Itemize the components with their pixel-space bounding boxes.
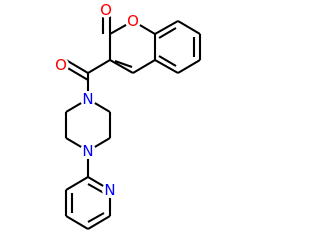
bond xyxy=(158,55,177,67)
svg-text:N: N xyxy=(82,90,93,108)
bond xyxy=(177,20,201,35)
svg-text:O: O xyxy=(55,56,67,74)
bond xyxy=(87,183,105,194)
bond-layer xyxy=(64,10,202,230)
bond xyxy=(158,27,177,39)
atom-o-amide: O xyxy=(53,56,69,74)
bond xyxy=(87,212,105,223)
bond xyxy=(65,66,89,81)
bond xyxy=(65,59,89,74)
bond xyxy=(109,59,134,74)
svg-text:O: O xyxy=(127,12,139,30)
atom-layer: O O O N N N xyxy=(53,1,141,199)
bond xyxy=(87,59,111,74)
svg-text:O: O xyxy=(100,1,112,19)
svg-text:N: N xyxy=(82,142,93,160)
bond xyxy=(154,59,179,74)
svg-text:N: N xyxy=(104,181,115,199)
bond xyxy=(132,59,156,74)
bond xyxy=(87,215,111,230)
bond xyxy=(65,176,89,191)
atom-o-ring: O xyxy=(125,12,141,30)
atom-o-carbonyl-lactone: O xyxy=(98,1,114,19)
bond xyxy=(65,215,89,230)
bond xyxy=(154,20,179,35)
atom-n-piperazine-1: N xyxy=(80,90,96,108)
atom-n-pyridine: N xyxy=(102,181,118,199)
bond xyxy=(177,59,201,74)
bond xyxy=(114,60,133,68)
atom-n-piperazine-4: N xyxy=(80,142,96,160)
molecule-structure: O O O N N N xyxy=(53,1,202,230)
